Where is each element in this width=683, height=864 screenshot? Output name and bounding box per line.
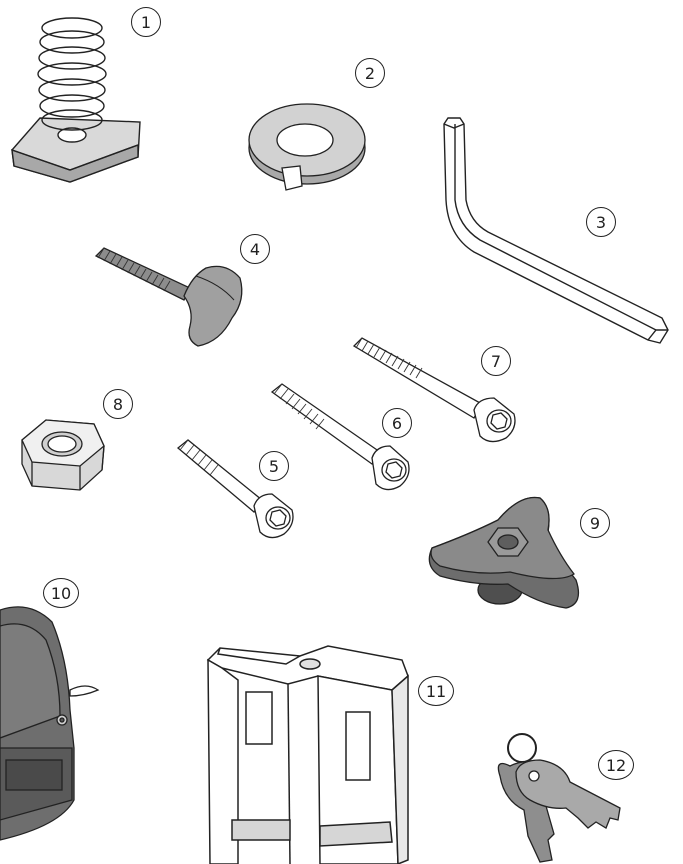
three-lobe-knob-icon — [429, 497, 578, 608]
callout-9: 9 — [580, 508, 610, 538]
hex-nut-icon — [22, 420, 104, 490]
callout-3: 3 — [586, 207, 616, 237]
mounting-bracket-icon — [208, 646, 408, 864]
keys-icon — [498, 734, 620, 862]
split-lock-washer-icon — [249, 104, 365, 190]
callout-5: 5 — [259, 451, 289, 481]
allen-key-icon — [444, 118, 668, 343]
spring-nut-icon — [12, 18, 140, 182]
callout-8: 8 — [103, 389, 133, 419]
callout-1: 1 — [131, 7, 161, 37]
callout-10: 10 — [43, 578, 79, 608]
callout-7: 7 — [481, 346, 511, 376]
medium-socket-cap-bolt-icon — [272, 384, 409, 490]
callout-11: 11 — [418, 676, 454, 706]
callout-2: 2 — [355, 58, 385, 88]
thumb-screw-icon — [96, 248, 242, 346]
callout-6: 6 — [382, 408, 412, 438]
callout-4: 4 — [240, 234, 270, 264]
lock-housing-icon — [0, 607, 98, 840]
callout-12: 12 — [598, 750, 634, 780]
